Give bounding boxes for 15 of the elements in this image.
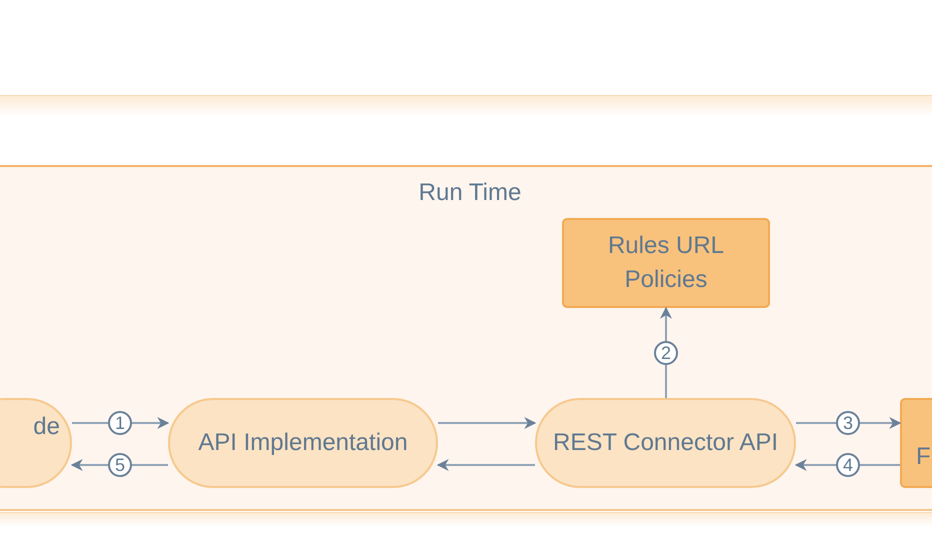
arrow	[436, 459, 535, 471]
node-label: REST Connector API	[553, 428, 778, 458]
node-label: F	[916, 442, 931, 472]
lane-title: Run Time	[418, 179, 522, 207]
node-label: Rules URL Policies	[606, 231, 726, 295]
policy-box	[562, 218, 770, 308]
arrow	[660, 306, 672, 398]
arrow	[70, 459, 168, 471]
run-time-lane	[0, 165, 932, 511]
arrow	[796, 417, 902, 429]
arrow	[794, 459, 900, 471]
arrow	[72, 417, 170, 429]
arrow	[438, 417, 536, 429]
node-label: de	[33, 412, 60, 442]
node-label: API Implementation	[198, 428, 408, 458]
